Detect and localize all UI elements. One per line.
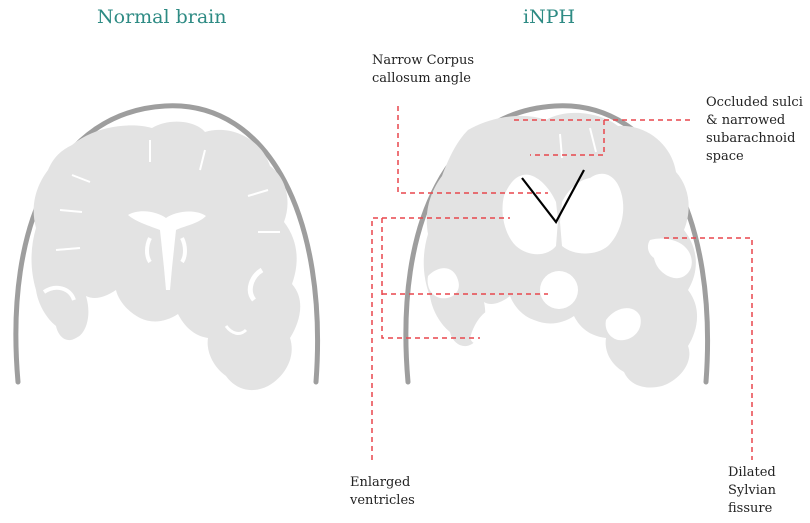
label-sulci-line-3: subarachnoid: [706, 130, 803, 148]
label-enlarged-ventricles: Enlarged ventricles: [350, 474, 415, 510]
label-corpus-line-2: callosum angle: [372, 70, 474, 88]
label-corpus-callosum: Narrow Corpus callosum angle: [372, 52, 474, 88]
label-occluded-sulci: Occluded sulci & narrowed subarachnoid s…: [706, 94, 803, 166]
label-dilated-sylvian: Dilated Sylvian fissure: [728, 464, 776, 518]
label-corpus-line-1: Narrow Corpus: [372, 52, 474, 70]
label-sylvian-line-1: Dilated: [728, 464, 776, 482]
label-sylvian-line-3: fissure: [728, 500, 776, 518]
label-ventricles-line-1: Enlarged: [350, 474, 415, 492]
label-sulci-line-1: Occluded sulci: [706, 94, 803, 112]
label-sulci-line-4: space: [706, 148, 803, 166]
inph-third-ventricle: [540, 271, 578, 309]
label-sulci-line-2: & narrowed: [706, 112, 803, 130]
label-ventricles-line-2: ventricles: [350, 492, 415, 510]
label-sylvian-line-2: Sylvian: [728, 482, 776, 500]
